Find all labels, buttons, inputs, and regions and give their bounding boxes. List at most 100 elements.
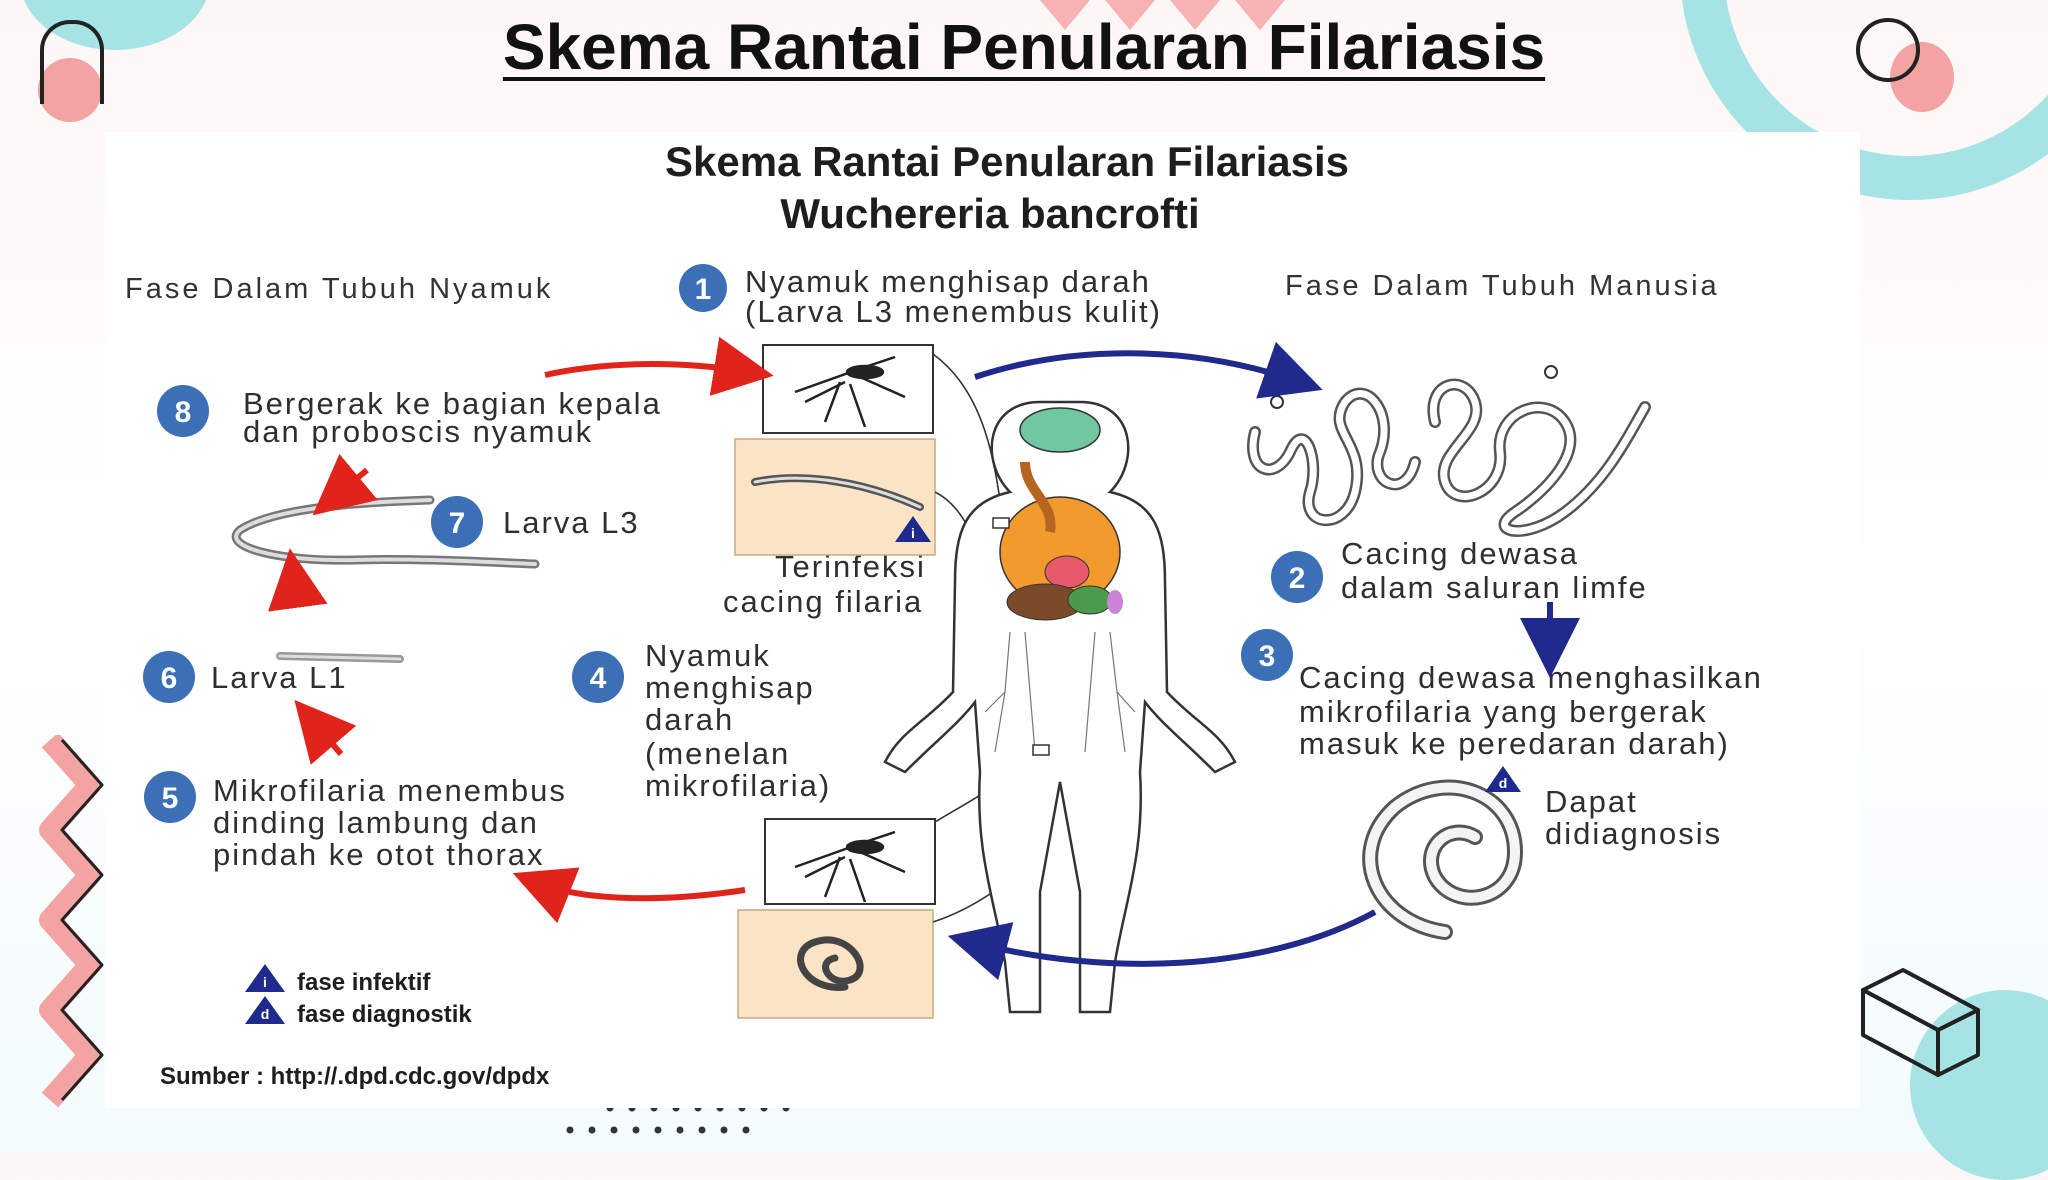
diagnostic-marker-letter: d <box>1499 775 1508 791</box>
diagram-title: Skema Rantai Penularan Filariasis <box>665 138 1349 185</box>
step-5-badge <box>144 771 196 823</box>
slide-title: Skema Rantai Penularan Filariasis <box>502 11 1546 83</box>
step-1: 1 Nyamuk menghisap darah (Larva L3 menem… <box>679 264 1162 329</box>
microfilaria-diagnostic-illustration: d <box>1362 766 1524 940</box>
blood-sample-marker <box>1032 744 1050 756</box>
spleen-icon <box>1107 590 1123 614</box>
step-4-line-3: darah <box>645 702 734 737</box>
step-5: 5 Mikrofilaria menembus dinding lambung … <box>144 771 567 872</box>
arrow-to-proboscis <box>544 336 774 396</box>
larva-l3-box-top: i <box>734 438 936 556</box>
human-outline <box>883 400 1237 1014</box>
step-7: 7 Larva L3 <box>431 496 640 548</box>
mosquito-box-top <box>762 344 934 434</box>
step-5-line-1: Mikrofilaria menembus <box>213 773 567 808</box>
legend: i fase infektif d fase diagnostik <box>245 964 472 1028</box>
step-4-line-5: mikrofilaria) <box>645 768 831 803</box>
step-8-number: 8 <box>175 396 192 429</box>
step-4-line-2: menghisap <box>645 670 815 705</box>
legend-diagnostic-marker: d <box>261 1006 270 1022</box>
step-6-number: 6 <box>161 662 178 695</box>
step-5-number: 5 <box>162 782 179 815</box>
step-7-badge <box>431 496 483 548</box>
infective-marker-letter: i <box>911 525 915 541</box>
step-3-line-3: masuk ke peredaran darah) <box>1299 726 1730 761</box>
step-1-number: 1 <box>695 273 712 306</box>
step-3-line-1: Cacing dewasa menghasilkan <box>1299 660 1763 695</box>
legend-diagnostic-icon <box>245 996 285 1024</box>
mosquito-icon <box>794 830 906 903</box>
phase-human-label: Fase Dalam Tubuh Manusia <box>1285 270 1720 302</box>
stomach-icon <box>1067 585 1113 615</box>
step-3-line-2: mikrofilaria yang bergerak <box>1299 694 1708 729</box>
phase-mosquito-label: Fase Dalam Tubuh Nyamuk <box>125 273 553 305</box>
diagram-subtitle: Wuchereria bancrofti <box>780 190 1199 237</box>
decor-box-outline-bottom-right <box>1858 965 1988 1085</box>
step-1-line-2: (Larva L3 menembus kulit) <box>745 294 1162 329</box>
diagnosable-label-line-1: Dapat <box>1545 784 1638 819</box>
step-8: 8 Bergerak ke bagian kepala dan probosci… <box>157 385 662 449</box>
arrow-to-l1 <box>294 699 357 765</box>
step-3-number: 3 <box>1259 640 1276 673</box>
step-4-line-1: Nyamuk <box>645 638 771 673</box>
skin-bite-marker <box>992 517 1010 529</box>
mosquito-cycle-arrows <box>268 336 774 924</box>
larva-l1-illustration <box>276 652 404 663</box>
mosquito-icon <box>794 355 906 428</box>
lifecycle-figure: Skema Rantai Penularan Filariasis Wucher… <box>105 132 1860 1108</box>
step-2-number: 2 <box>1289 562 1306 595</box>
arrow-l3-up <box>312 453 378 516</box>
arrow-to-thorax <box>512 867 746 924</box>
source-credit: Sumber : http://.dpd.cdc.gov/dpdx <box>160 1063 550 1090</box>
step-4-number: 4 <box>590 662 607 695</box>
arrow-to-lymph <box>974 341 1323 399</box>
step-2-line-2: dalam saluran limfe <box>1341 570 1648 605</box>
decor-arch-outline-top-left <box>40 20 104 104</box>
microfilaria-box-bottom <box>737 909 934 1019</box>
step-6-badge <box>143 651 195 703</box>
infected-label-line-2: cacing filaria <box>723 584 923 619</box>
trachea-icon <box>1020 461 1056 533</box>
step-3-badge <box>1241 629 1293 681</box>
step-6: 6 Larva L1 <box>143 651 348 703</box>
decor-pink-triangles-top <box>1040 0 1360 40</box>
adult-worms-illustration <box>1247 365 1651 537</box>
step-8-line-2: dan proboscis nyamuk <box>243 414 593 449</box>
step-2-badge <box>1271 551 1323 603</box>
step-4: 4 Nyamuk menghisap darah (menelan mikrof… <box>572 638 831 803</box>
step-7-number: 7 <box>449 507 466 540</box>
step-5-line-2: dinding lambung dan <box>213 805 539 840</box>
legend-infective-label: fase infektif <box>297 969 431 996</box>
microfilaria-coil <box>797 936 864 991</box>
diagnostic-marker-icon <box>1485 766 1521 792</box>
step-4-line-4: (menelan <box>645 736 790 771</box>
decor-zigzag-left <box>10 732 110 1115</box>
larva-l3-illustration <box>231 495 540 569</box>
decor-ring-outline-top-right <box>1856 18 1920 82</box>
legend-infective-icon <box>245 964 285 992</box>
arrow-l1-to-l3 <box>268 548 328 612</box>
brain-icon <box>1019 407 1101 453</box>
lymphatic-vessels <box>984 631 1136 753</box>
human-cycle-arrows <box>947 341 1580 981</box>
heart-icon <box>1044 555 1090 589</box>
step-8-badge <box>157 385 209 437</box>
step-5-line-3: pindah ke otot thorax <box>213 837 545 872</box>
step-7-line-1: Larva L3 <box>503 505 640 540</box>
human-figure <box>883 400 1237 1014</box>
step-1-line-1: Nyamuk menghisap darah <box>745 264 1151 299</box>
lifecycle-diagram: Skema Rantai Penularan Filariasis Wucher… <box>125 138 1763 1090</box>
step-1-badge <box>679 264 727 312</box>
step-3: 3 Cacing dewasa menghasilkan mikrofilari… <box>1241 629 1763 761</box>
step-4-badge <box>572 651 624 703</box>
diagnosable-label-line-2: didiagnosis <box>1545 816 1722 851</box>
mosquito-box-bottom <box>764 818 936 905</box>
step-8-line-1: Bergerak ke bagian kepala <box>243 386 662 421</box>
step-6-line-1: Larva L1 <box>211 660 348 695</box>
infective-marker-icon <box>895 516 931 542</box>
legend-diagnostic-label: fase diagnostik <box>297 1001 472 1028</box>
arrow-to-mosquito <box>947 909 1377 981</box>
step-2-line-1: Cacing dewasa <box>1341 536 1579 571</box>
legend-infective-marker: i <box>263 974 267 990</box>
step-2: 2 Cacing dewasa dalam saluran limfe <box>1271 536 1648 605</box>
